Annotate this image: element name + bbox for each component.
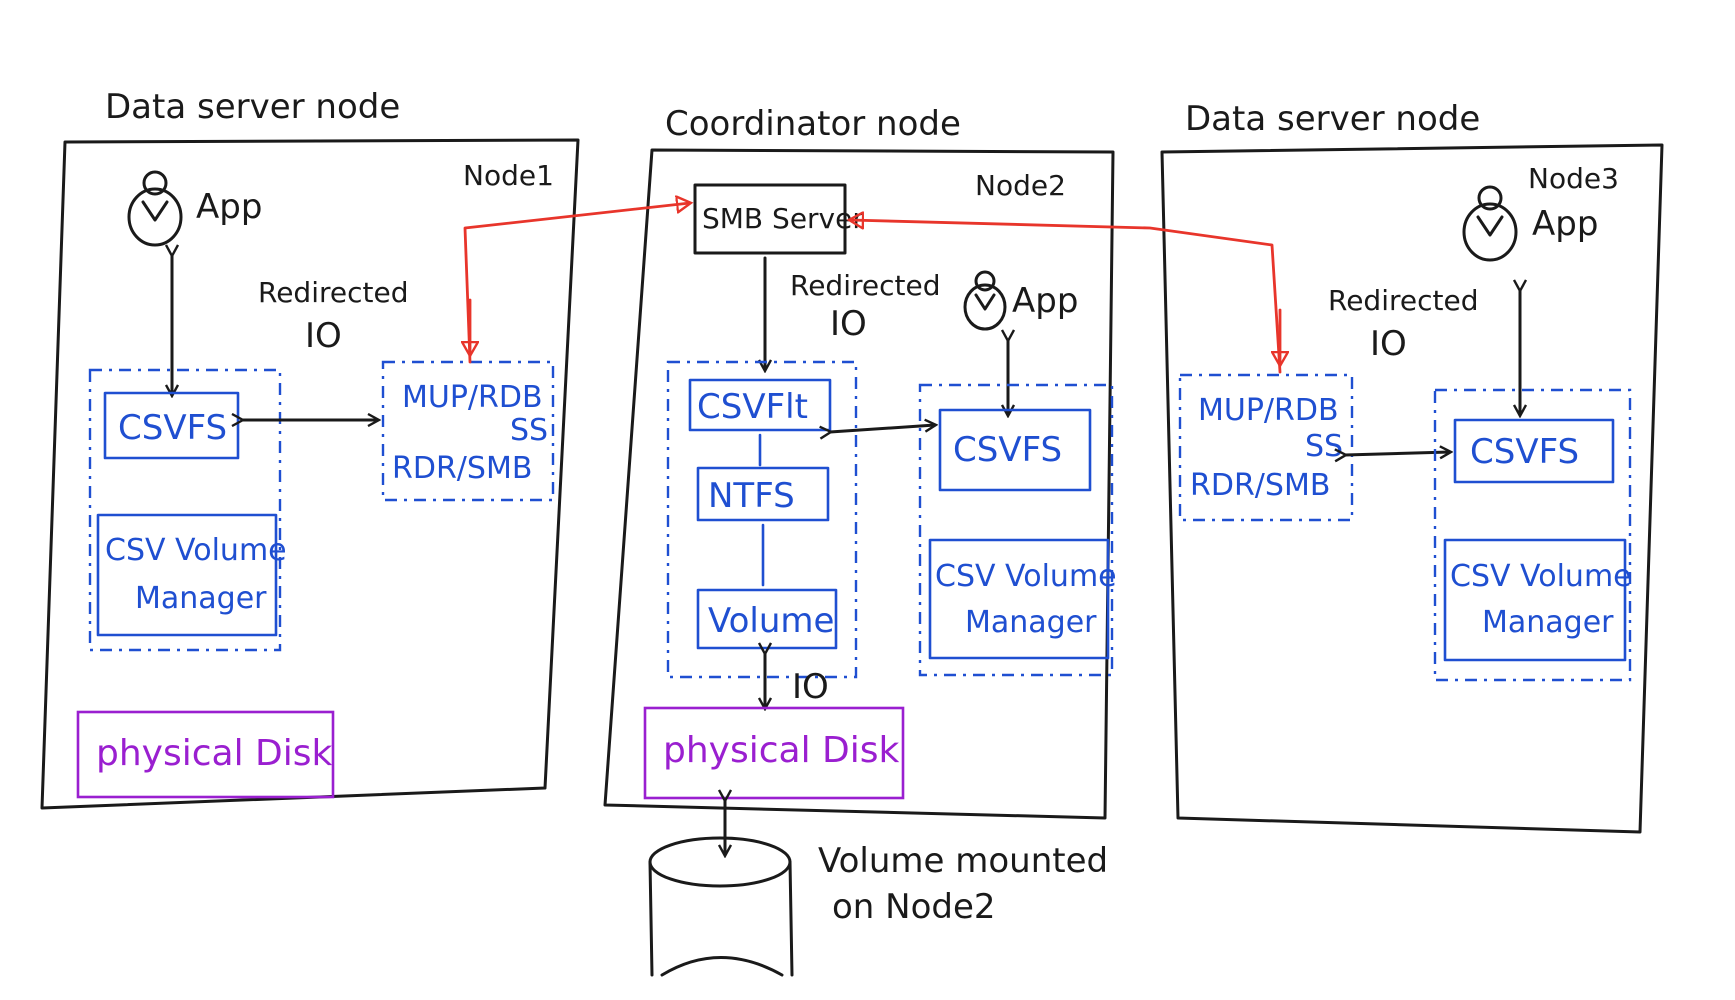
node3-csv-stack-group: [1433, 388, 1632, 682]
node2-csv-stack-group: [918, 383, 1114, 677]
node2-csv-volume-label: CSV Volume: [935, 559, 1117, 594]
user-icon: [1462, 185, 1518, 262]
node2-physical-disk-box: [643, 706, 905, 800]
node2-frame: [603, 148, 1115, 820]
node1-smb-link: [463, 203, 690, 364]
node3-frame: [1160, 143, 1664, 834]
node3-manager-label: Manager: [1482, 605, 1614, 640]
user-icon: [127, 170, 183, 247]
node2-heading: Coordinator node: [665, 104, 961, 144]
node2-csvflt-box: [688, 378, 832, 432]
user-icon: [963, 270, 1007, 331]
node2-volume-label: Volume: [708, 601, 834, 641]
node1-io-label: IO: [305, 316, 342, 356]
node2-io-disk-label: IO: [792, 667, 829, 707]
node3-rdr-smb-label: RDR/SMB: [1190, 468, 1330, 503]
node3-csvfs-label: CSVFS: [1470, 432, 1579, 472]
csvflt-csvfs-connector: [830, 425, 935, 432]
node3-id-label: Node3: [1528, 162, 1619, 195]
node2-csvflt-label: CSVFlt: [697, 387, 808, 427]
node2-smb-server-box: [693, 183, 847, 255]
node1-mup-label: MUP/RDB: [402, 380, 543, 415]
node2-csvfs-box: [938, 408, 1092, 492]
mup-csvfs-connector: [1345, 452, 1450, 455]
node1-physical-disk-box: [76, 710, 335, 799]
node1-frame: [40, 138, 580, 810]
node2-io-label: IO: [830, 304, 867, 344]
node2-id-label: Node2: [975, 169, 1066, 202]
node3-csv-volume-manager-box: [1443, 538, 1627, 662]
shared-storage: Volume mounted on Node2: [648, 800, 1108, 977]
node3-ss-label: SS: [1305, 429, 1343, 464]
node1-ss-label: SS: [510, 413, 548, 448]
node1-csvfs-label: CSVFS: [118, 408, 227, 448]
node2-csv-volume-manager-box: [928, 538, 1110, 660]
storage-caption-line2: on Node2: [832, 887, 996, 927]
node1: Data server node Node1 App Redirected IO…: [40, 87, 580, 810]
node3-csv-volume-label: CSV Volume: [1450, 559, 1632, 594]
node1-app-label: App: [196, 187, 262, 227]
node3-io-label: IO: [1370, 324, 1407, 364]
node3-mup-rdbss-box: [1178, 373, 1354, 522]
node2-stack-group: [666, 360, 858, 679]
node1-manager-label: Manager: [135, 581, 267, 616]
node1-rdr-smb-label: RDR/SMB: [392, 451, 532, 486]
node1-mup-rdbss-box: [381, 360, 555, 502]
node3-heading: Data server node: [1185, 99, 1480, 139]
storage-caption-line1: Volume mounted: [818, 841, 1108, 881]
node1-csv-volume-label: CSV Volume: [105, 533, 287, 568]
node3-csvfs-box: [1453, 418, 1615, 484]
node2-ntfs-box: [696, 466, 830, 522]
node1-heading: Data server node: [105, 87, 400, 127]
node2-physical-disk-label: physical Disk: [663, 730, 900, 771]
node1-id-label: Node1: [463, 159, 554, 192]
node3-app-label: App: [1532, 204, 1598, 244]
node3: Data server node Node3 App Redirected IO…: [1160, 99, 1664, 834]
node1-csv-volume-manager-box: [96, 513, 278, 637]
disk-cylinder-icon: [648, 836, 794, 977]
smb-redirect-links: [463, 203, 1282, 374]
node3-mup-label: MUP/RDB: [1198, 393, 1339, 428]
node1-csv-stack-group: [88, 368, 282, 652]
node2-csvfs-label: CSVFS: [953, 430, 1062, 470]
node3-smb-link: [850, 220, 1282, 374]
node2: Coordinator node Node2 SMB Server Redire…: [603, 104, 1117, 820]
node2-app-label: App: [1012, 281, 1078, 321]
node2-manager-label: Manager: [965, 605, 1097, 640]
node1-physical-disk-label: physical Disk: [96, 733, 333, 774]
node3-redirected-label: Redirected: [1328, 284, 1478, 317]
node2-smb-server-label: SMB Server: [702, 202, 864, 235]
node2-redirected-label: Redirected: [790, 269, 940, 302]
node1-redirected-label: Redirected: [258, 276, 408, 309]
node2-ntfs-label: NTFS: [708, 476, 795, 516]
